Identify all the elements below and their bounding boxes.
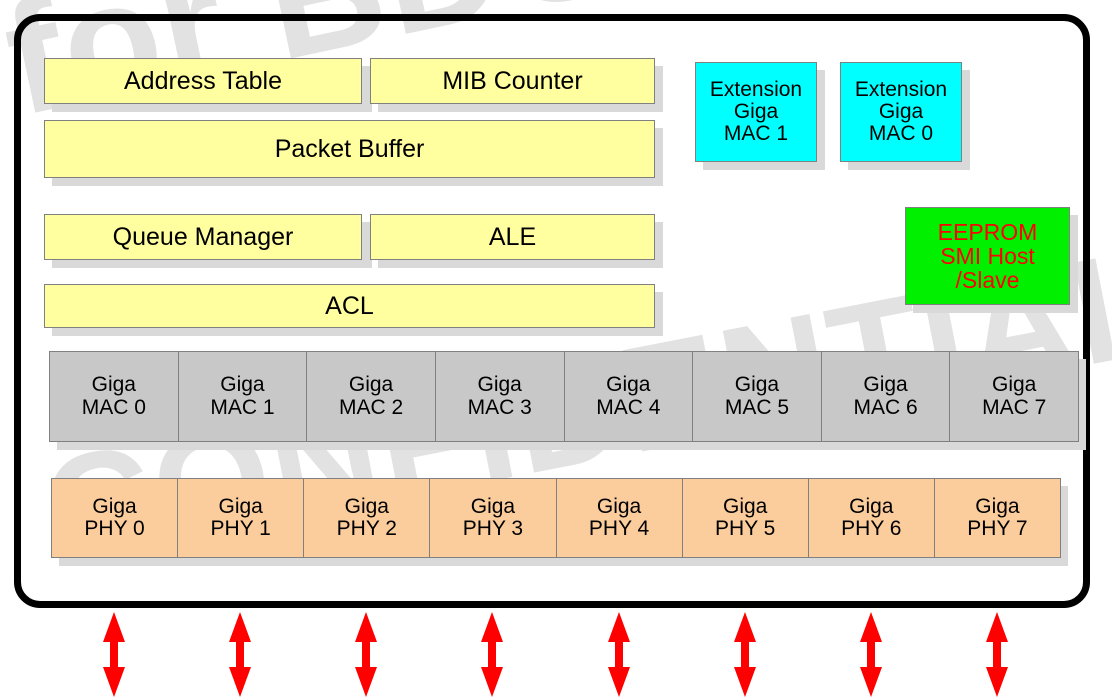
- block-queue-manager[interactable]: Queue Manager: [44, 214, 362, 260]
- mac-port-6-line2: MAC 6: [853, 395, 918, 419]
- extension-mac1-line2: Giga: [733, 99, 779, 123]
- block-ale[interactable]: ALE: [370, 214, 655, 260]
- mac-port-3-line2: MAC 3: [467, 395, 532, 419]
- port-link-2: [349, 612, 383, 697]
- phy-port-7-line1: Giga: [975, 494, 1020, 518]
- block-mib-counter[interactable]: MIB Counter: [370, 58, 655, 104]
- eeprom-line3: /Slave: [955, 267, 1020, 294]
- mac-port-1-line1: Giga: [220, 373, 265, 397]
- block-eeprom-smi[interactable]: EEPROM SMI Host /Slave: [905, 207, 1070, 305]
- eeprom-line1: EEPROM: [937, 218, 1038, 245]
- mac-port-3-line1: Giga: [477, 373, 522, 397]
- mac-port-5-line1: Giga: [734, 373, 780, 397]
- mac-port-0-line1: Giga: [91, 373, 136, 397]
- port-link-0: [97, 612, 131, 697]
- phy-port-4-line2: PHY 4: [588, 517, 650, 540]
- phy-port-0-line1: Giga: [92, 494, 137, 518]
- block-acl[interactable]: ACL: [44, 284, 655, 328]
- mac-port-4-line1: Giga: [606, 373, 651, 397]
- port-link-4: [602, 612, 636, 697]
- phy-port-3-line1: Giga: [470, 494, 516, 518]
- mac-port-7-line1: Giga: [992, 373, 1037, 397]
- phy-port-5-line1: Giga: [723, 494, 768, 518]
- block-packet-buffer[interactable]: Packet Buffer: [44, 120, 655, 178]
- port-link-5: [728, 612, 762, 697]
- block-extension-giga-mac-0[interactable]: Extension Giga MAC 0: [840, 62, 962, 162]
- extension-mac1-line1: Extension: [709, 77, 803, 101]
- phy-port-3-line2: PHY 3: [462, 517, 524, 540]
- mac-port-7-line2: MAC 7: [982, 395, 1047, 419]
- eeprom-line2: SMI Host: [940, 242, 1035, 269]
- port-link-7: [980, 612, 1014, 697]
- extension-mac0-line2: Giga: [878, 99, 924, 123]
- phy-port-1-line2: PHY 1: [210, 517, 271, 540]
- phy-port-7-line2: PHY 7: [967, 517, 1028, 540]
- extension-mac1-line3: MAC 1: [723, 122, 789, 146]
- extension-mac0-line3: MAC 0: [868, 122, 934, 146]
- port-link-3: [475, 612, 509, 697]
- mac-port-6-line1: Giga: [863, 373, 908, 397]
- chip-outline: [14, 14, 1090, 608]
- port-link-1: [223, 612, 257, 697]
- mac-port-1-line2: MAC 1: [210, 395, 275, 419]
- phy-port-1-line1: Giga: [218, 494, 263, 518]
- mac-port-2-line1: Giga: [348, 373, 394, 397]
- extension-mac0-line1: Extension: [854, 77, 948, 101]
- mac-port-4-line2: MAC 4: [596, 395, 661, 419]
- port-link-6: [854, 612, 888, 697]
- phy-port-6-line2: PHY 6: [841, 517, 902, 540]
- phy-port-4-line1: Giga: [596, 494, 642, 518]
- phy-port-0-line2: PHY 0: [84, 517, 145, 540]
- mac-port-2-line2: MAC 2: [338, 395, 404, 419]
- block-address-table[interactable]: Address Table: [44, 58, 362, 104]
- mac-port-5-line2: MAC 5: [724, 395, 790, 419]
- block-extension-giga-mac-1[interactable]: Extension Giga MAC 1: [695, 62, 817, 162]
- phy-port-5-line2: PHY 5: [715, 517, 776, 540]
- phy-port-6-line1: Giga: [849, 494, 894, 518]
- phy-port-2-line1: Giga: [344, 494, 389, 518]
- phy-port-2-line2: PHY 2: [336, 517, 397, 540]
- mac-port-0-line2: MAC 0: [81, 395, 146, 419]
